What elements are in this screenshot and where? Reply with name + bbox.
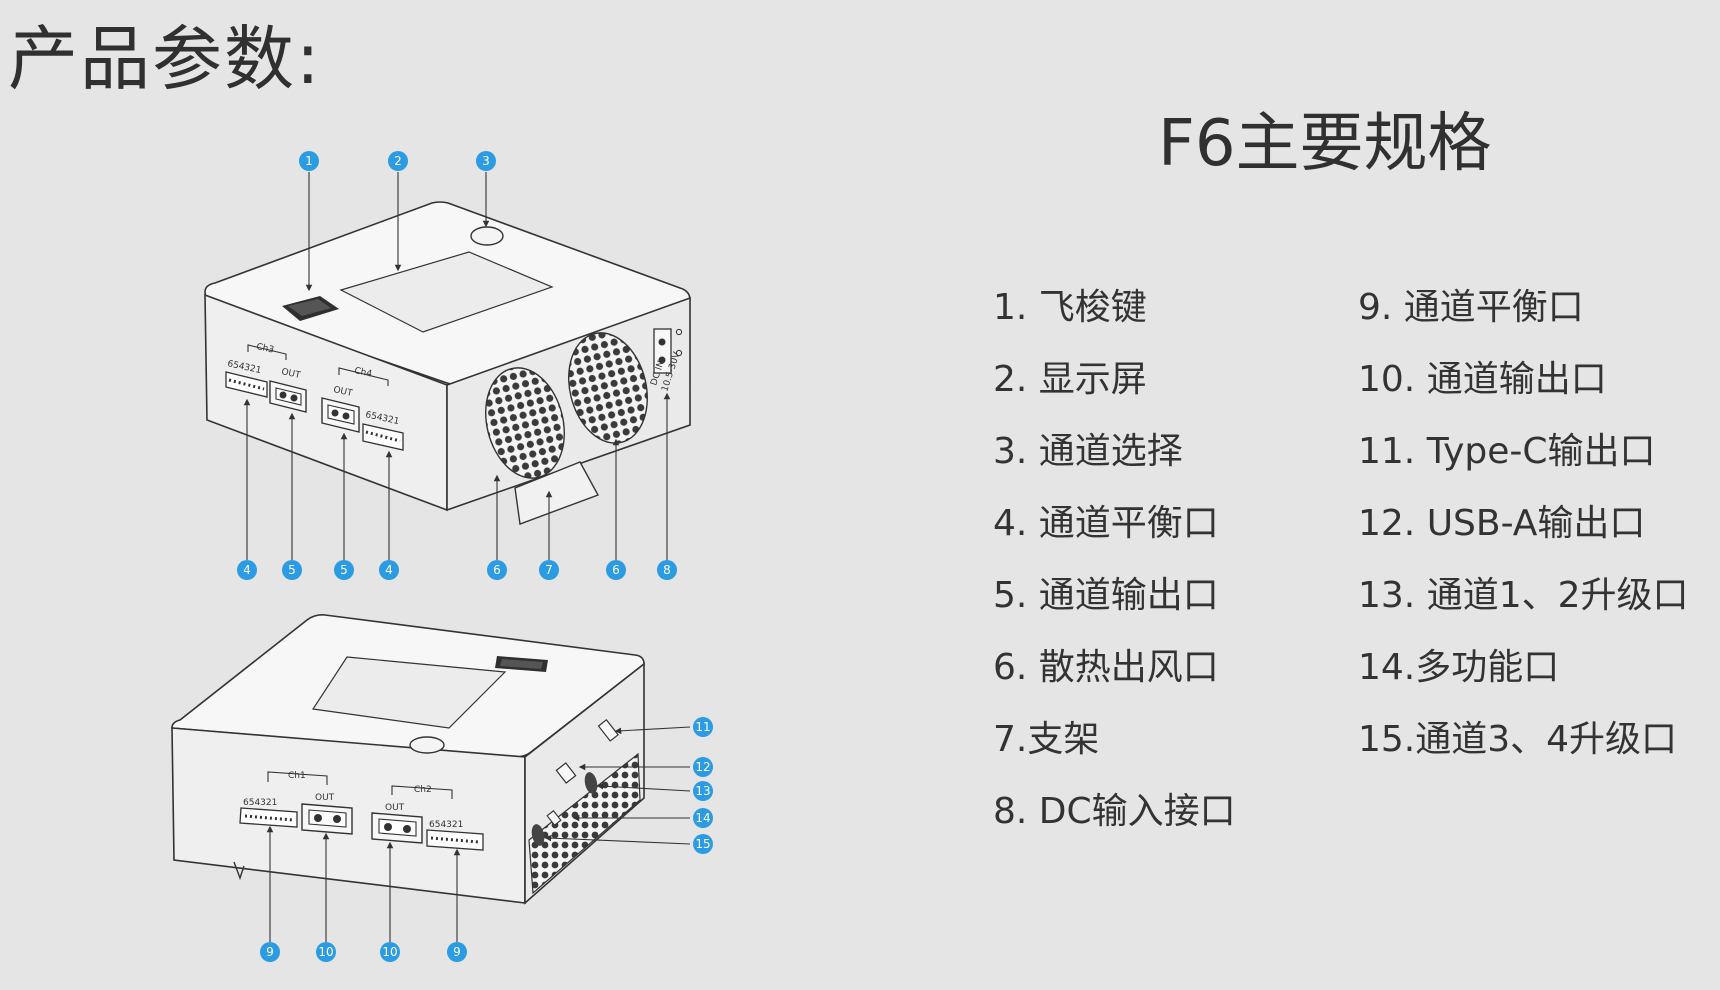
ch2-ports: Ch2 OUT 654321	[371, 785, 484, 851]
callout-badge: 15	[693, 834, 713, 854]
svg-text:10: 10	[382, 945, 397, 959]
out-label: OUT	[280, 367, 301, 381]
vent-grille	[528, 752, 641, 895]
balance-pin-label: 654321	[429, 820, 463, 830]
callout-badge: 3	[476, 151, 496, 171]
spec-list-left: 1. 飞梭键 2. 显示屏 3. 通道选择 4. 通道平衡口 5. 通道输出口 …	[993, 290, 1236, 866]
callout-badge: 11	[693, 717, 713, 737]
spec-list-right: 9. 通道平衡口 10. 通道输出口 11. Type-C输出口 12. USB…	[1358, 290, 1689, 794]
svg-text:2: 2	[394, 154, 402, 168]
callout-badge: 6	[606, 560, 626, 580]
callout-badge: 10	[316, 942, 336, 962]
callout-badge: 5	[282, 560, 302, 580]
vent-fan	[485, 367, 565, 479]
spec-item: 4. 通道平衡口	[993, 503, 1219, 544]
out-label: OUT	[315, 793, 335, 803]
svg-text:7: 7	[545, 563, 553, 577]
spec-item: 7.支架	[993, 719, 1100, 760]
charger-diagram: DC IN 10.5-30V Ch3 654321 OUT Ch4 OUT 65…	[171, 151, 713, 962]
callout-badge: 9	[260, 942, 280, 962]
svg-text:1: 1	[305, 154, 313, 168]
out-label: OUT	[332, 385, 353, 399]
spec-item: 8. DC输入接口	[993, 791, 1236, 832]
leader-lines	[243, 172, 671, 560]
leader-lines	[266, 726, 691, 942]
ch1-ports: Ch1 654321 OUT	[239, 771, 353, 835]
ch2-label: Ch2	[414, 785, 432, 795]
ch3-label: Ch3	[255, 342, 274, 355]
spec-item: 3. 通道选择	[993, 431, 1183, 472]
svg-text:15: 15	[695, 837, 710, 851]
svg-text:12: 12	[695, 760, 710, 774]
callout-badge: 12	[693, 757, 713, 777]
svg-text:5: 5	[340, 563, 348, 577]
callout-badge: 1	[299, 151, 319, 171]
svg-text:9: 9	[266, 945, 274, 959]
spec-item: 13. 通道1、2升级口	[1358, 575, 1689, 616]
svg-text:9: 9	[453, 945, 461, 959]
spec-title: F6主要规格	[1158, 107, 1492, 181]
ch3-ports: Ch3 654321 OUT	[225, 342, 307, 413]
display-screen	[339, 251, 554, 333]
spec-item: 1. 飞梭键	[993, 287, 1147, 328]
svg-text:6: 6	[493, 563, 501, 577]
display-screen	[311, 656, 507, 729]
svg-text:10: 10	[318, 945, 333, 959]
spec-item: 11. Type-C输出口	[1358, 431, 1656, 472]
ch1-label: Ch1	[288, 771, 306, 781]
channel-button	[409, 736, 445, 754]
callout-badge: 4	[237, 560, 257, 580]
spec-item: 12. USB-A输出口	[1358, 503, 1646, 544]
callout-badge: 5	[334, 560, 354, 580]
ch4-label: Ch4	[353, 366, 373, 380]
channel-button	[470, 226, 504, 246]
spec-item: 14.多功能口	[1358, 647, 1560, 688]
spec-item: 6. 散热出风口	[993, 647, 1219, 688]
callouts-top: 1 2 3 4 5 5 4 6 7 6 8	[237, 151, 677, 580]
spec-item: 15.通道3、4升级口	[1358, 719, 1678, 760]
stand	[514, 461, 600, 525]
page-heading: 产品参数:	[8, 18, 322, 100]
callout-badge: 10	[380, 942, 400, 962]
svg-text:5: 5	[288, 563, 296, 577]
out-label: OUT	[385, 803, 405, 813]
svg-text:14: 14	[695, 811, 710, 825]
callout-badge: 13	[693, 781, 713, 801]
callout-badge: 14	[693, 808, 713, 828]
svg-text:6: 6	[612, 563, 620, 577]
spec-item: 5. 通道输出口	[993, 575, 1219, 616]
callouts-bottom: 11 12 13 14 15 9 10 10 9	[260, 717, 713, 962]
callout-badge: 2	[388, 151, 408, 171]
charger-bottom-view: Ch1 654321 OUT Ch2 OUT 654321	[171, 614, 713, 962]
jog-wheel	[282, 296, 339, 321]
callout-badge: 8	[657, 560, 677, 580]
balance-pin-label: 654321	[243, 798, 277, 808]
callout-badge: 4	[379, 560, 399, 580]
svg-text:8: 8	[663, 563, 671, 577]
vent-fan	[568, 332, 648, 444]
spec-item: 10. 通道输出口	[1358, 359, 1607, 400]
callout-badge: 7	[539, 560, 559, 580]
svg-text:4: 4	[243, 563, 251, 577]
spec-item: 9. 通道平衡口	[1358, 287, 1584, 328]
svg-text:4: 4	[385, 563, 393, 577]
callout-badge: 6	[487, 560, 507, 580]
svg-text:3: 3	[482, 154, 490, 168]
charger-top-view: DC IN 10.5-30V Ch3 654321 OUT Ch4 OUT 65…	[204, 151, 691, 580]
callout-badge: 9	[447, 942, 467, 962]
spec-item: 2. 显示屏	[993, 359, 1147, 400]
svg-text:13: 13	[695, 784, 710, 798]
side-ports	[531, 718, 619, 846]
svg-text:11: 11	[695, 720, 710, 734]
jog-wheel	[495, 656, 548, 672]
